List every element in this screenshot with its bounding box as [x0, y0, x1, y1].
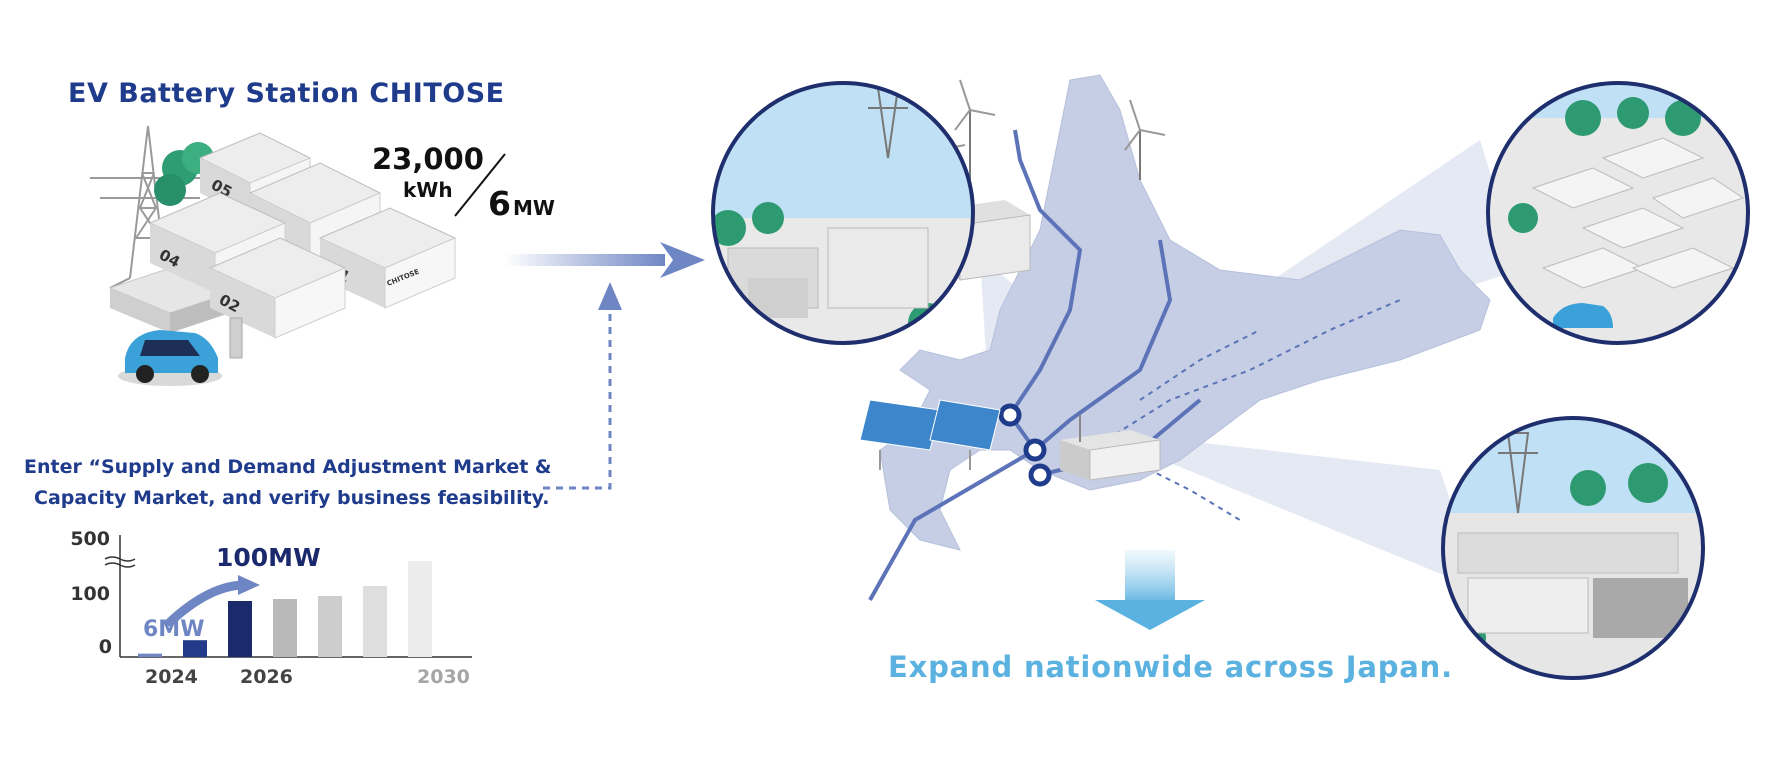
- capacity-chart: [104, 535, 472, 658]
- battery-station-illustration: 05 03 04 01 CHITOSE 02: [90, 125, 457, 386]
- ev-car-icon: [1553, 303, 1613, 328]
- y-tick-500: 500: [70, 528, 110, 550]
- hokkaido-map: [859, 74, 1520, 630]
- zoom-circle-bottom-right: [1441, 416, 1705, 680]
- chart-bar-2030: [408, 561, 432, 657]
- chart-bar-2027: [273, 599, 297, 657]
- grid-line-3: [1033, 239, 1173, 452]
- capacity-energy-unit: kWh: [403, 178, 453, 202]
- expand-nationwide-text: Expand nationwide across Japan.: [888, 650, 1453, 684]
- charger-icon: [229, 317, 243, 359]
- x-label-2030: 2030: [417, 666, 470, 688]
- warehouse-02: 02: [208, 237, 347, 339]
- grid-node-1: [998, 403, 1022, 427]
- expand-arrow-icon: [1095, 550, 1205, 630]
- solar-panel-icon: [859, 399, 1001, 470]
- axis-break-icon: [104, 556, 136, 568]
- dotted-line-1: [1089, 299, 1401, 451]
- arrow-up-icon: [598, 282, 622, 310]
- grid-line-2: [868, 413, 1038, 601]
- chart-bar-2025: [183, 640, 207, 657]
- market-text-line-1: Enter “Supply and Demand Adjustment Mark…: [24, 456, 552, 478]
- chart-bar-2028: [318, 596, 342, 657]
- station-title: EV Battery Station CHITOSE: [68, 78, 505, 109]
- ev-car-icon: [118, 330, 222, 386]
- x-label-2024: 2024: [145, 666, 198, 688]
- flow-arrow-right: [505, 242, 705, 278]
- chart-bar-2029: [363, 586, 387, 657]
- grid-node-2: [1023, 438, 1047, 462]
- bar-annotation-100mw: 100MW: [216, 543, 321, 572]
- x-label-2026: 2026: [240, 666, 293, 688]
- capacity-divider: [454, 153, 506, 217]
- chart-bar-2026: [228, 601, 252, 657]
- capacity-energy-value: 23,000: [372, 142, 484, 176]
- chart-bar-2024: [138, 653, 162, 657]
- y-tick-100: 100: [70, 583, 110, 605]
- grid-node-3: [1028, 463, 1052, 487]
- capacity-power-value: 6: [488, 184, 511, 223]
- transmission-tower-icon: [1498, 432, 1538, 514]
- map-substation-icon: [1060, 415, 1161, 481]
- zoom-beam-bottom-right: [1090, 430, 1480, 590]
- bar-annotation-6mw: 6MW: [143, 617, 205, 642]
- market-text-line-2: Capacity Market, and verify business fea…: [34, 487, 550, 509]
- dotted-line-3: [1139, 329, 1261, 401]
- dashed-connector: [540, 282, 622, 490]
- y-tick-0: 0: [98, 636, 112, 658]
- zoom-circle-top-right: [1486, 81, 1750, 345]
- grid-line-1: [1008, 129, 1083, 417]
- capacity-power-unit: MW: [512, 196, 555, 220]
- zoom-circle-left: [711, 81, 975, 345]
- growth-arrow-icon: [165, 580, 250, 627]
- capacity-power: 6 MW: [488, 184, 555, 223]
- warehouse-01: 01 CHITOSE: [318, 207, 457, 309]
